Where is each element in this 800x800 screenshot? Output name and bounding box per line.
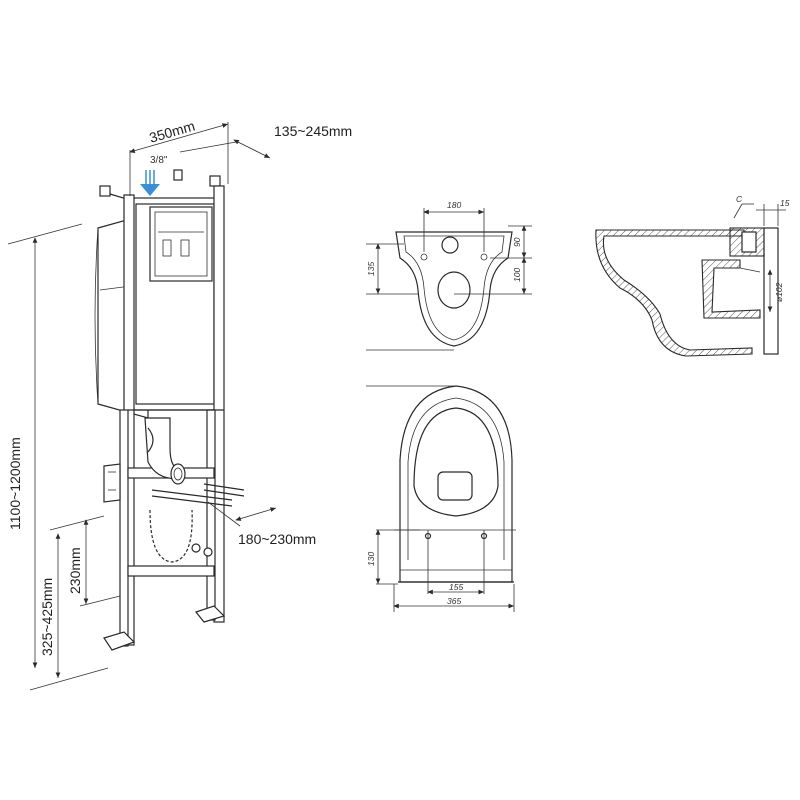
dim-front-height-left: 135 bbox=[366, 262, 376, 276]
dim-total-height: 1100~1200mm bbox=[7, 437, 23, 530]
dim-top-bolt-spacing: 155 bbox=[449, 582, 463, 592]
dim-section-c: C bbox=[736, 194, 743, 204]
dim-top-total-width: 365 bbox=[447, 596, 461, 606]
installation-frame: 350mm 135~245mm 3/8" 1100~1200mm 325~425… bbox=[7, 118, 352, 691]
dim-section-outlet: ø102 bbox=[774, 282, 784, 302]
dim-flush-height: 325~425mm bbox=[39, 578, 55, 656]
dim-frame-width: 350mm bbox=[147, 118, 196, 146]
bowl-front-view: 180 135 90 100 bbox=[366, 200, 532, 351]
dim-top-bolt-offset: 130 bbox=[366, 552, 376, 566]
dim-inlet: 3/8" bbox=[150, 155, 168, 166]
dim-wall-distance: 135~245mm bbox=[274, 123, 352, 139]
water-inlet-icon bbox=[140, 170, 160, 196]
bowl-section-view: 15 C ø102 bbox=[595, 194, 790, 357]
dim-front-top-width: 180 bbox=[447, 200, 461, 210]
bowl-top-view: 130 155 365 bbox=[366, 385, 516, 612]
dim-section-depth: 15 bbox=[780, 198, 790, 208]
dim-drain-height: 230mm bbox=[67, 547, 83, 594]
dim-front-right-lower: 100 bbox=[512, 268, 522, 282]
dim-front-right-upper: 90 bbox=[512, 237, 522, 247]
dim-drain-distance: 180~230mm bbox=[238, 531, 316, 547]
